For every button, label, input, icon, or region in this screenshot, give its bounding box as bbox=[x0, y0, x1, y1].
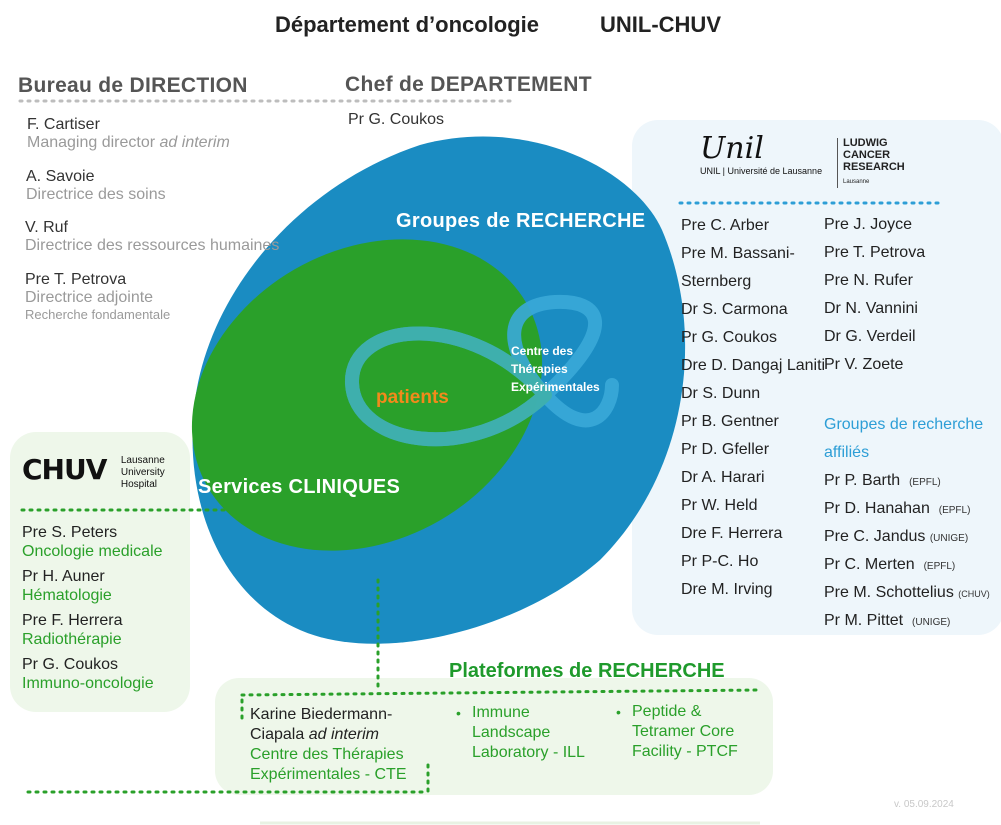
list-item: Pr P-C. Ho bbox=[681, 553, 759, 570]
affiliated-list: Pr P. Barth (EPFL) Pr D. Hanahan (EPFL) … bbox=[824, 467, 990, 635]
institution-title: UNIL-CHUV bbox=[600, 12, 721, 37]
plateformes-title: Plateformes de RECHERCHE bbox=[449, 660, 725, 682]
list-item: Pr H. Auner Hématologie bbox=[22, 568, 112, 604]
list-item: Dre F. Herrera bbox=[681, 525, 783, 542]
cte-platform: Karine Biedermann- Ciapala ad interim Ce… bbox=[250, 706, 407, 783]
list-item: Pr V. Zoete bbox=[824, 356, 904, 373]
list-item: Sternberg bbox=[681, 273, 752, 290]
unil-caption: UNIL | Université de Lausanne bbox=[700, 166, 823, 176]
list-item: Pre J. Joyce bbox=[824, 216, 913, 233]
bureau-member: A. Savoie Directrice des soins bbox=[26, 168, 166, 203]
ludwig-logo: LUDWIG CANCER RESEARCH Lausanne bbox=[843, 137, 905, 185]
list-item: Dr G. Verdeil bbox=[824, 328, 916, 345]
unil-script: Unil bbox=[700, 131, 764, 166]
list-item: Dre M. Irving bbox=[681, 581, 773, 598]
bureau-member: Pre T. Petrova Directrice adjointe Reche… bbox=[25, 271, 171, 322]
cliniques-title: Services CLINIQUES bbox=[198, 476, 401, 498]
list-item: Pre T. Petrova bbox=[824, 244, 926, 261]
list-item: Pre F. Herrera Radiothérapie bbox=[22, 612, 123, 648]
list-item: Pr G. Coukos bbox=[681, 329, 778, 346]
recherche-col2: Pre J. Joyce Pre T. Petrova Pre N. Rufer… bbox=[824, 211, 925, 379]
cte-label: Centre des Thérapies Expérimentales bbox=[511, 344, 600, 394]
list-item: Pre C. Jandus (UNIGE) bbox=[824, 528, 969, 545]
list-item: Dr A. Harari bbox=[681, 469, 765, 486]
list-item: Dr S. Dunn bbox=[681, 385, 761, 402]
list-item: Pr W. Held bbox=[681, 497, 758, 514]
list-item: Pr D. Hanahan (EPFL) bbox=[824, 500, 971, 517]
chef-title: Chef de DEPARTEMENT bbox=[345, 73, 592, 96]
list-item: Pr P. Barth (EPFL) bbox=[824, 472, 941, 489]
list-item: Pr D. Gfeller bbox=[681, 441, 770, 458]
patients-label: patients bbox=[376, 387, 449, 408]
clinique-ellipse bbox=[191, 239, 543, 551]
list-item: Dr N. Vannini bbox=[824, 300, 918, 317]
list-item: Pr C. Merten (EPFL) bbox=[824, 556, 956, 573]
platform-panel bbox=[215, 678, 773, 795]
recherche-panel bbox=[632, 120, 1001, 635]
platform-ill: • Immune Landscape Laboratory - ILL bbox=[456, 704, 585, 761]
list-item: Pre N. Rufer bbox=[824, 272, 913, 289]
unil-logo: Unil UNIL | Université de Lausanne bbox=[700, 131, 823, 177]
list-item: Pre C. Arber bbox=[681, 217, 770, 234]
page-title: Département d’oncologie bbox=[275, 12, 540, 37]
chef-name: Pr G. Coukos bbox=[348, 111, 445, 128]
infinity-loop-left bbox=[344, 326, 552, 447]
list-item: Pre S. Peters Oncologie medicale bbox=[22, 524, 163, 560]
bureau-title: Bureau de DIRECTION bbox=[18, 74, 248, 97]
list-item: Pr M. Pittet (UNIGE) bbox=[824, 612, 951, 629]
bureau-member: F. Cartiser Managing director ad interim bbox=[27, 116, 230, 151]
chuv-logo: CHUV Lausanne University Hospital bbox=[22, 453, 165, 491]
list-item: Dre D. Dangaj Laniti bbox=[681, 357, 826, 374]
version-label: v. 05.09.2024 bbox=[894, 799, 954, 810]
recherche-col1: Pre C. Arber Pre M. Bassani- Sternberg D… bbox=[681, 212, 825, 604]
list-item: Dr S. Carmona bbox=[681, 301, 788, 318]
clinic-panel bbox=[10, 432, 190, 712]
recherche-title: Groupes de RECHERCHE bbox=[396, 210, 646, 232]
bureau-member: V. Ruf Directrice des ressources humaine… bbox=[25, 219, 280, 254]
list-item: Pre M. Schottelius (CHUV) bbox=[824, 584, 990, 601]
list-item: Pr G. Coukos Immuno-oncologie bbox=[22, 656, 154, 692]
chuv-mark: CHUV bbox=[22, 453, 107, 486]
clinic-services: Pre S. Peters Oncologie medicale Pr H. A… bbox=[22, 523, 163, 693]
list-item: Pre M. Bassani- bbox=[681, 245, 795, 262]
affiliated-title: Groupes de recherche affiliés bbox=[824, 416, 984, 461]
platform-ptcf: • Peptide & Tetramer Core Facility - PTC… bbox=[616, 703, 738, 760]
list-item: Pr B. Gentner bbox=[681, 413, 779, 430]
